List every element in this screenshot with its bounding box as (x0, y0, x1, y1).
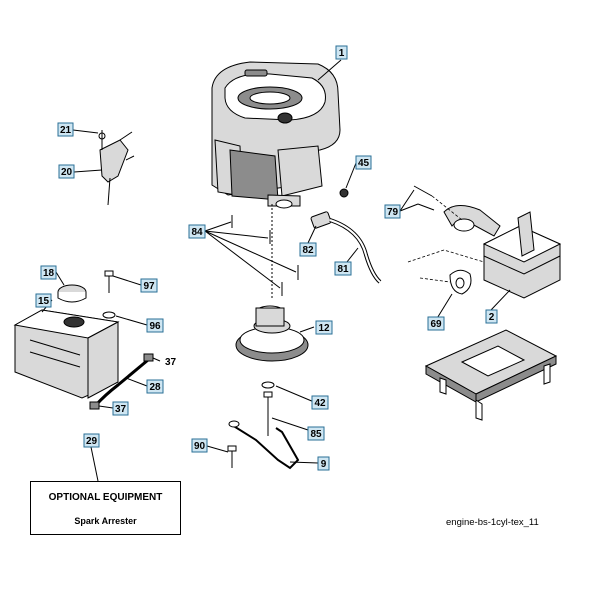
part-number-90: 90 (194, 441, 206, 452)
part-number-81: 81 (337, 264, 349, 275)
mount-plate-drawing (424, 329, 558, 421)
throttle-bracket-drawing (98, 130, 135, 206)
part-number-21: 21 (60, 125, 72, 136)
part-label-96[interactable]: 96 (146, 318, 164, 333)
muffler-drawing (407, 185, 562, 299)
part-label-97[interactable]: 97 (140, 278, 158, 293)
part-number-12: 12 (318, 323, 330, 334)
part-label-12[interactable]: 12 (315, 320, 333, 335)
leader-lines (41, 59, 511, 464)
part-number-42: 42 (314, 398, 326, 409)
pulley-drawing (227, 204, 309, 470)
part-label-18[interactable]: 18 (40, 265, 57, 280)
engine-drawing (211, 61, 341, 209)
part-label-37[interactable]: 37 (112, 401, 129, 416)
optional-equipment-box[interactable]: OPTIONAL EQUIPMENT Spark Arrester (30, 481, 181, 535)
part-number-37-top[interactable]: 37 (165, 357, 177, 368)
part-number-9: 9 (321, 459, 327, 470)
part-label-82[interactable]: 82 (299, 242, 317, 257)
part-number-1: 1 (339, 48, 345, 59)
part-label-28[interactable]: 28 (146, 379, 164, 394)
part-number-96: 96 (149, 321, 161, 332)
part-number-37-bottom: 37 (115, 404, 127, 415)
part-number-69: 69 (430, 319, 442, 330)
part-number-29: 29 (86, 436, 98, 447)
part-label-84[interactable]: 84 (188, 224, 206, 239)
part-number-84: 84 (191, 227, 203, 238)
part-label-81[interactable]: 81 (334, 261, 352, 276)
fuel-tank-drawing (13, 270, 154, 410)
part-number-85: 85 (310, 429, 322, 440)
part-number-15: 15 (38, 296, 50, 307)
part-label-20[interactable]: 20 (58, 164, 75, 179)
part-label-69[interactable]: 69 (427, 316, 445, 331)
part-label-90[interactable]: 90 (191, 438, 208, 453)
part-label-1[interactable]: 1 (335, 45, 348, 60)
part-label-79[interactable]: 79 (384, 204, 401, 219)
part-number-20: 20 (61, 167, 73, 178)
part-label-9[interactable]: 9 (317, 456, 330, 471)
spark-arrester-label: Spark Arrester (74, 516, 137, 526)
part-number-45: 45 (358, 158, 370, 169)
part-number-28: 28 (149, 382, 161, 393)
part-number-82: 82 (302, 245, 314, 256)
part-label-85[interactable]: 85 (307, 426, 325, 441)
part-number-2: 2 (489, 312, 495, 323)
part-label-2[interactable]: 2 (485, 309, 498, 324)
part-number-97: 97 (143, 281, 155, 292)
leader-29 (90, 446, 99, 482)
part-label-15[interactable]: 15 (35, 293, 52, 308)
fuel-line-drawing (310, 188, 382, 284)
optional-equipment-title: OPTIONAL EQUIPMENT (48, 492, 163, 503)
part-label-42[interactable]: 42 (311, 395, 329, 410)
part-number-18: 18 (43, 268, 55, 279)
part-label-21[interactable]: 21 (57, 122, 74, 137)
part-label-45[interactable]: 45 (355, 155, 372, 170)
part-label-29[interactable]: 29 (83, 433, 100, 448)
diagram-caption: engine-bs-1cyl-tex_11 (446, 517, 539, 528)
part-number-79: 79 (387, 207, 399, 218)
